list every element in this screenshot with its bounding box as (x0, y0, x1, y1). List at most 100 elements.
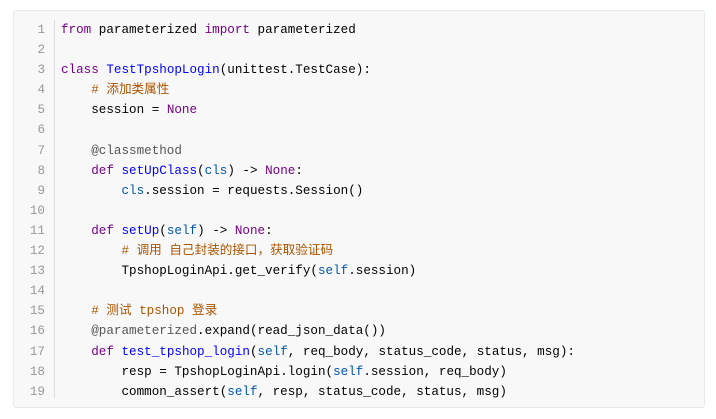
code-token: TpshopLoginApi.get_verify( (61, 264, 318, 279)
line-number: 8 (37, 163, 45, 178)
code-token: # 添加类属性 (91, 83, 170, 98)
line-number: 18 (29, 364, 45, 379)
line-number: 13 (29, 264, 45, 279)
code-line: 1 from parameterized import parameterized (14, 20, 704, 40)
code-token: : (265, 223, 273, 238)
code-token: (unittest.TestCase): (219, 63, 371, 78)
code-line: 13 TpshopLoginApi.get_verify(self.sessio… (14, 261, 704, 281)
code-token: def (91, 163, 114, 178)
code-line: 18 resp = TpshopLoginApi.login(self.sess… (14, 362, 704, 382)
line-number: 11 (29, 223, 45, 238)
code-token: cls (204, 163, 228, 178)
code-block: 1 from parameterized import parameterized… (13, 10, 705, 408)
code-token: , req_body, status_code, status, msg): (287, 344, 575, 359)
code-token (61, 224, 91, 238)
code-text: resp = TpshopLoginApi.login(self.session… (61, 362, 507, 382)
code-text: class TestTpshopLogin(unittest.TestCase)… (61, 60, 371, 80)
code-token: , resp, status_code, status, msg) (257, 384, 507, 399)
line-number: 5 (37, 103, 45, 118)
line-number: 19 (29, 384, 45, 399)
line-number: 9 (37, 183, 45, 198)
code-line: 4 # 添加类属性 (14, 80, 704, 100)
code-token: import (204, 23, 250, 37)
line-number: 1 (37, 23, 45, 37)
code-token: @classmethod (91, 143, 182, 158)
code-text: @classmethod (61, 141, 182, 161)
code-token: self (317, 264, 349, 279)
code-token: from (61, 23, 92, 37)
code-token: .session = requests.Session() (144, 183, 364, 198)
code-token: .session) (348, 264, 417, 279)
code-line: 10 (14, 201, 704, 221)
code-token: cls (121, 183, 145, 198)
code-token (61, 144, 91, 158)
line-number-gutter (14, 20, 55, 398)
line-number: 12 (29, 244, 45, 259)
code-token: def (91, 223, 114, 238)
code-token (61, 345, 91, 359)
code-text: session = None (61, 100, 197, 120)
code-token: None (265, 163, 296, 178)
code-token: TestTpshopLogin (106, 63, 220, 78)
code-token: ( (159, 223, 167, 238)
code-token (61, 164, 91, 178)
code-token (61, 184, 121, 198)
line-number: 16 (29, 324, 45, 339)
code-token: @parameterized (91, 324, 198, 339)
code-text: @parameterized.expand(read_json_data()) (61, 321, 386, 341)
code-token: parameterized (249, 23, 356, 37)
code-token: .session, req_body) (363, 364, 507, 379)
code-line: 8 def setUpClass(cls) -> None: (14, 161, 704, 181)
code-line: 9 cls.session = requests.Session() (14, 181, 704, 201)
code-token: self (166, 223, 198, 238)
code-token: test_tpshop_login (121, 344, 250, 359)
code-line: 2 (14, 40, 704, 60)
code-token: # 调用 自己封装的接口，获取验证码 (121, 244, 334, 259)
code-token: self (257, 344, 288, 359)
code-text: def setUp(self) -> None: (61, 221, 273, 241)
code-lines: 1 from parameterized import parameterized… (14, 20, 704, 402)
code-token (61, 324, 91, 338)
code-token: None (166, 103, 198, 118)
code-text: from parameterized import parameterized (61, 20, 356, 40)
code-text: def setUpClass(cls) -> None: (61, 161, 303, 181)
code-text: cls.session = requests.Session() (61, 181, 363, 201)
code-token: ) -> (197, 223, 235, 238)
code-line: 16 @parameterized.expand(read_json_data(… (14, 321, 704, 341)
code-token: ) -> (227, 163, 266, 178)
code-token (61, 244, 121, 258)
line-number: 4 (37, 83, 45, 98)
code-line: 7 @classmethod (14, 141, 704, 161)
code-token: None (234, 223, 266, 238)
code-token: .expand(read_json_data()) (197, 324, 386, 339)
code-token (61, 83, 91, 97)
code-line: 17 def test_tpshop_login(self, req_body,… (14, 342, 704, 362)
code-token: parameterized (91, 23, 205, 37)
code-token: setUpClass (121, 163, 198, 178)
line-number: 10 (29, 203, 45, 218)
code-text: # 添加类属性 (61, 80, 169, 100)
code-token: # 测试 tpshop 登录 (91, 304, 218, 319)
code-text: TpshopLoginApi.get_verify(self.session) (61, 261, 416, 281)
line-number: 2 (37, 43, 45, 58)
code-line: 14 (14, 281, 704, 301)
code-token: setUp (121, 223, 160, 238)
code-token: self (227, 384, 258, 399)
code-line: 12 # 调用 自己封装的接口，获取验证码 (14, 241, 704, 261)
line-number: 6 (37, 123, 45, 138)
code-token: common_assert( (61, 384, 228, 399)
code-line: 15 # 测试 tpshop 登录 (14, 301, 704, 321)
code-token: ( (197, 163, 205, 178)
code-token: : (295, 163, 303, 178)
code-line: 6 (14, 120, 704, 140)
code-token: ( (249, 344, 258, 359)
code-token: def (91, 344, 114, 359)
line-number: 7 (37, 143, 45, 158)
code-text: def test_tpshop_login(self, req_body, st… (61, 342, 575, 362)
code-token: session = (61, 103, 167, 118)
code-token (61, 304, 91, 318)
code-token: class (61, 63, 99, 78)
code-token: resp = TpshopLoginApi.login( (61, 364, 334, 379)
code-line: 19 common_assert(self, resp, status_code… (14, 382, 704, 402)
